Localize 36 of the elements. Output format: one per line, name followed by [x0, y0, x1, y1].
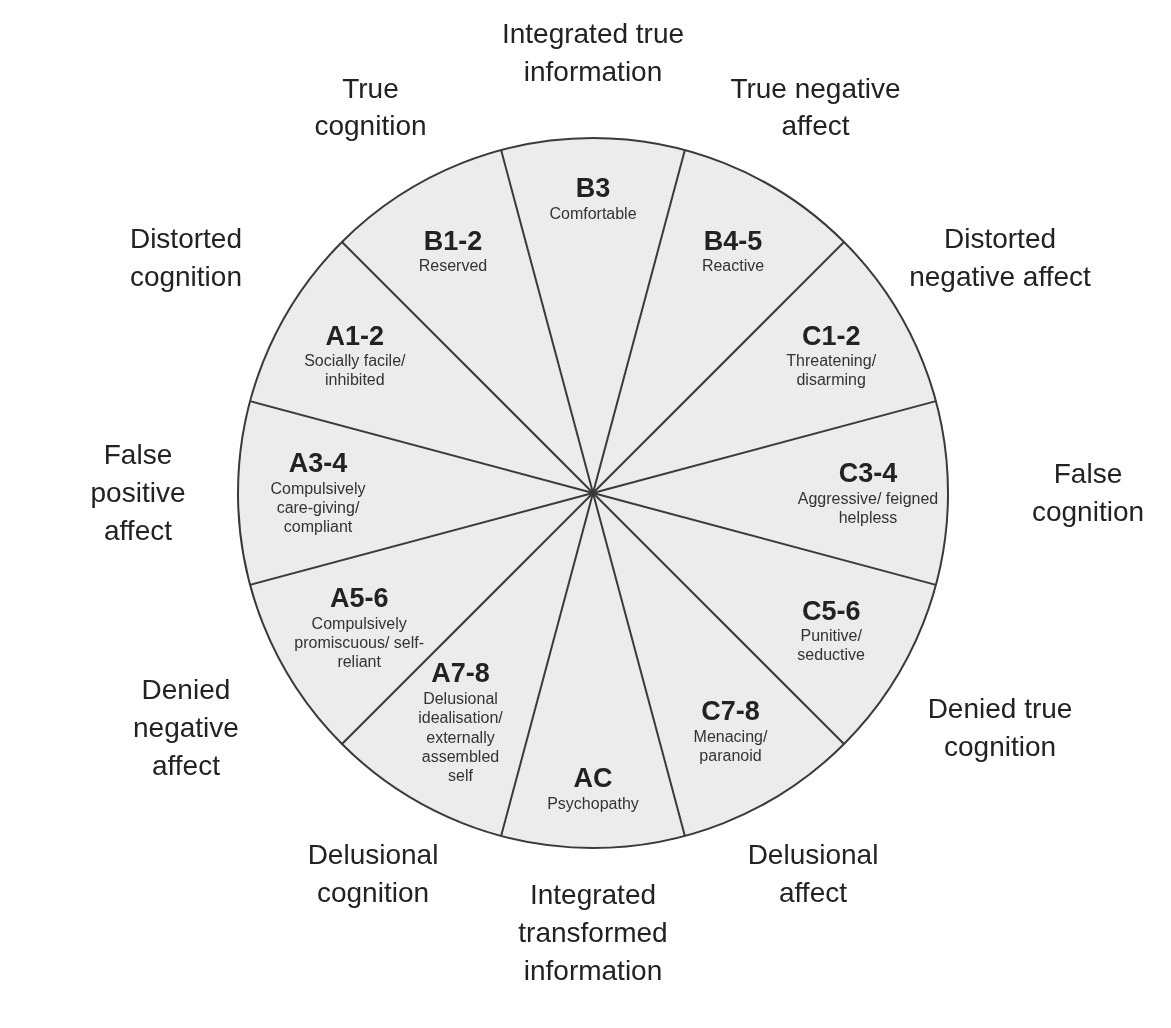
outer-label: Integrated transformed information: [517, 878, 669, 988]
segment-description: Socially facile/ inhibited: [303, 351, 407, 390]
segment-code: B1-2: [423, 226, 483, 256]
segment-code: C1-2: [801, 321, 861, 352]
outer-label: False cognition: [1030, 457, 1146, 529]
outer-label: Distorted cognition: [128, 222, 243, 294]
segment-code: A7-8: [431, 659, 490, 690]
segment-code: C3-4: [838, 458, 898, 489]
segment-description: Compulsively promiscuous/ self-reliant: [293, 614, 426, 672]
segment-code: A5-6: [329, 584, 389, 615]
segment-code: C5-6: [801, 596, 861, 627]
segment-code: A3-4: [288, 449, 348, 480]
segment-code: AC: [573, 763, 613, 794]
outer-label: True negative affect: [729, 71, 902, 144]
outer-label: Denied negative affect: [132, 673, 240, 783]
segment-description: Menacing/ paranoid: [692, 726, 769, 766]
segment-code: C7-8: [701, 697, 760, 727]
segment-description: Reactive: [701, 255, 765, 275]
segment-description: Comfortable: [549, 203, 637, 223]
outer-label: Distorted negative affect: [908, 222, 1092, 294]
segment-description: Reserved: [418, 255, 488, 275]
segment-description: Threatening/ disarming: [785, 351, 878, 390]
outer-label: Denied true cognition: [926, 692, 1074, 764]
segment-code: A1-2: [325, 321, 385, 352]
segment-code: B3: [575, 173, 611, 204]
segment-code: B4-5: [703, 226, 763, 256]
segment-description: Punitive/ seductive: [796, 626, 866, 665]
segment-description: Psychopathy: [547, 793, 639, 813]
segment-description: Delusional idealisation/ externally assembled self: [417, 689, 504, 786]
outer-label: Integrated true information: [500, 17, 686, 89]
outer-label: False positive affect: [89, 438, 187, 548]
segment-description: Aggressive/ feigned helpless: [796, 488, 940, 528]
outer-label: Delusional cognition: [306, 838, 440, 911]
outer-label: Delusional affect: [746, 838, 880, 911]
segment-description: Compulsively care-giving/ compliant: [269, 479, 367, 537]
outer-label: True cognition: [313, 71, 428, 144]
